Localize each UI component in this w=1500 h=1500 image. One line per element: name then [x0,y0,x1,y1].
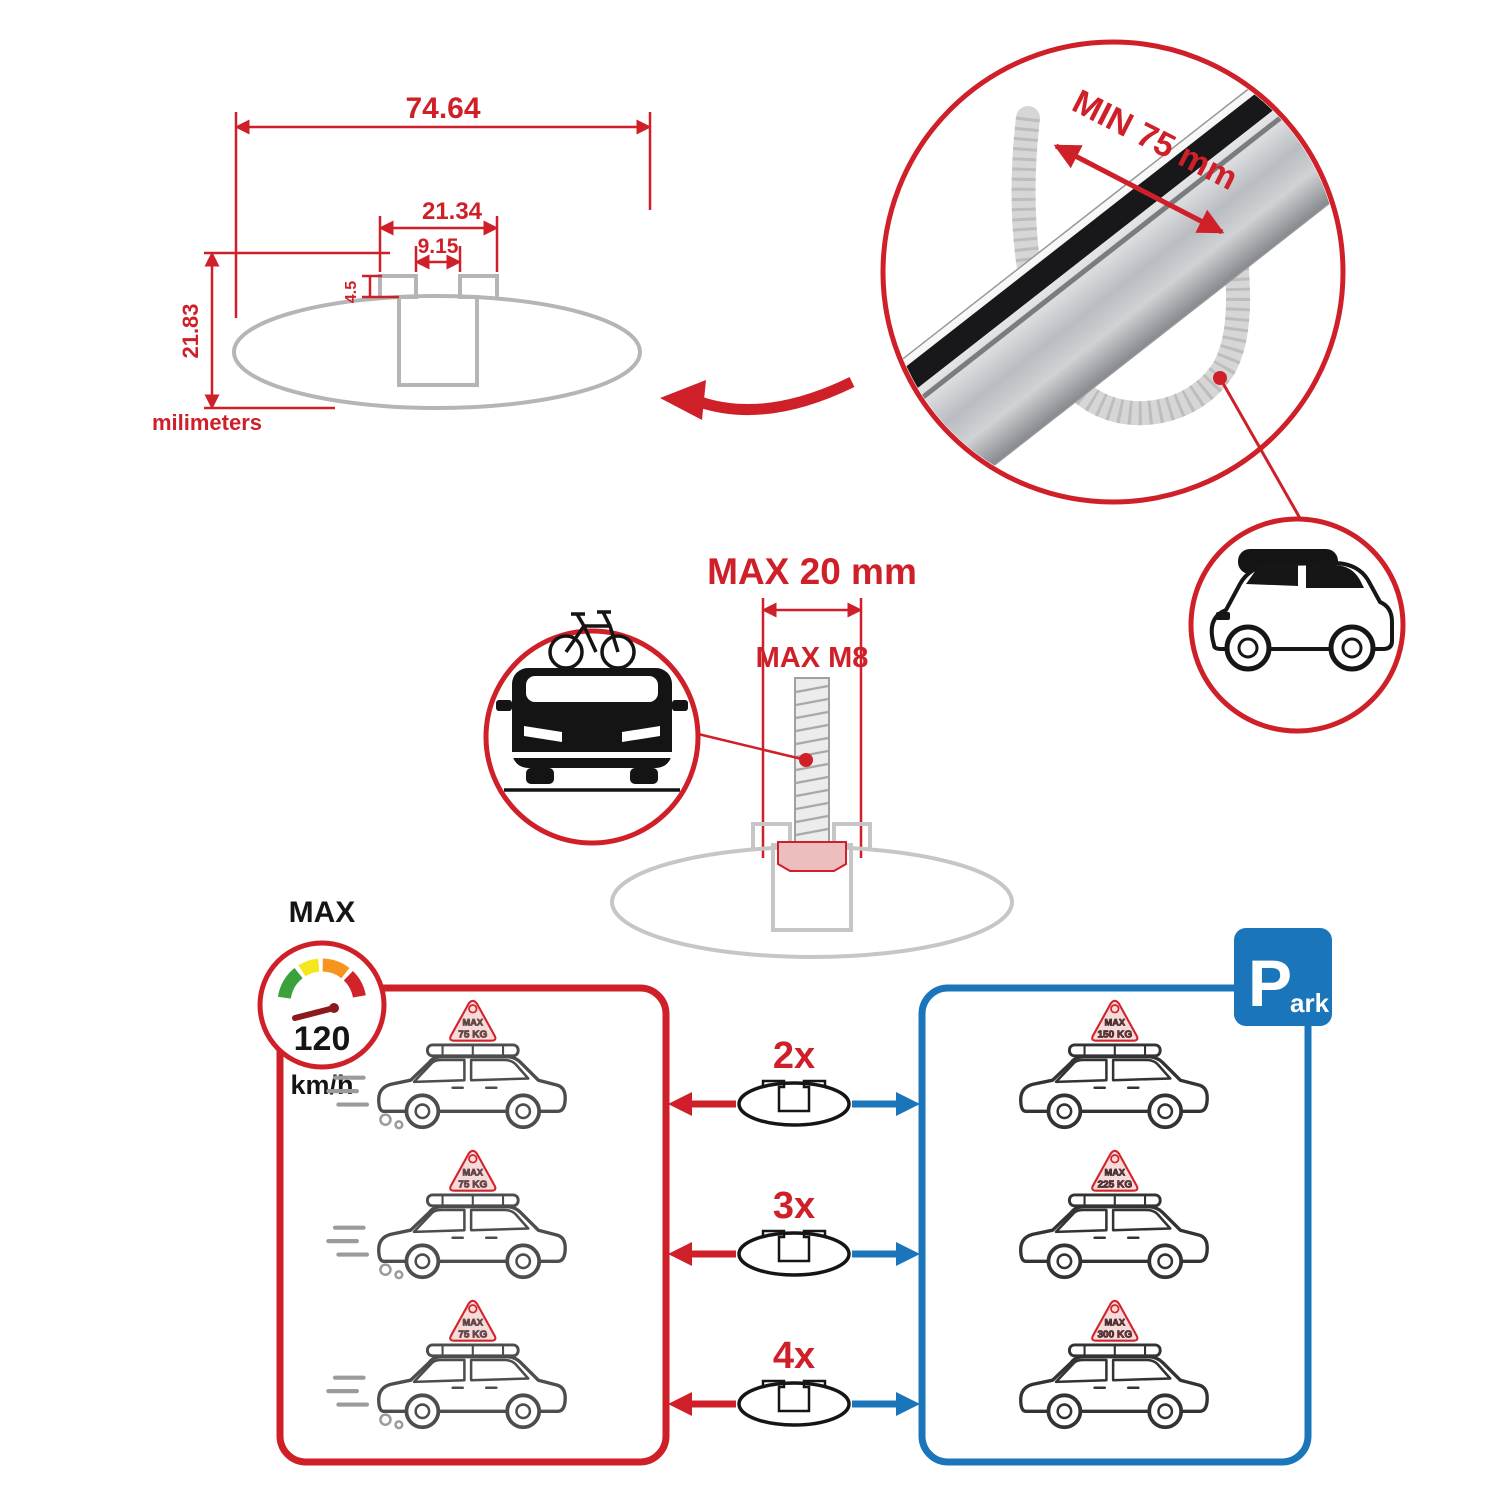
tire-right [630,768,658,784]
parked-car-3: MAX 300 KG [1018,1299,1210,1430]
badge-title: MAX [1105,1318,1126,1328]
min-span-arrow [1053,143,1225,235]
parking-sign: P ark [1234,928,1332,1026]
badge-value: 75 KG [458,1179,487,1190]
headlight-left [524,726,562,742]
parked-car-1: MAX 150 KG [1018,999,1210,1130]
badge-value: 300 KG [1097,1329,1132,1340]
speed-value: 120 [294,1020,351,1058]
arrowhead-right [896,1392,920,1416]
multiplier-row-3: 4x [668,1335,920,1427]
callout-leader [1218,377,1303,521]
multiplier-label: 2x [773,1035,815,1077]
arrowhead-right [896,1092,920,1116]
suv-windshield [1246,565,1298,586]
front-wheel [1224,624,1272,672]
multiplier-row-2: 3x [668,1185,920,1277]
arrowhead-left [668,1242,692,1266]
multiplier-label: 3x [773,1185,815,1227]
badge-title: MAX [1105,1018,1126,1028]
parking-suffix: ark [1290,988,1330,1018]
bolt-threads [795,684,829,837]
arrowhead-left [668,1392,692,1416]
dim-height-label: 21.83 [178,303,203,358]
suv-side-window [1306,565,1364,588]
crossbar-photo-callout: MIN 75 mm [880,39,1346,521]
speed-units: km/h [290,1070,353,1100]
rear-wheel [1328,624,1376,672]
crossbar-section-icon [737,1379,851,1427]
dim-slot-opening-label: 9.15 [418,235,459,258]
mirror-right [672,700,688,711]
badge-title: MAX [463,1018,484,1028]
pointer-arrowhead [660,380,706,420]
bar-profile-tslot [378,274,499,387]
tire-left [526,768,554,784]
driving-car-2: MAX 75 KG [328,1149,568,1278]
driving-car-1: MAX 75 KG [328,999,568,1128]
headlight-right [622,726,660,742]
parked-car-2: MAX 225 KG [1018,1149,1210,1280]
parking-letter: P [1248,946,1292,1020]
badge-title: MAX [463,1168,484,1178]
bolt-t-head [777,841,847,872]
badge-title: MAX [463,1318,484,1328]
pointer-arrow [698,377,855,415]
dim-lip-depth-label: 4.5 [343,281,360,303]
gauge-arcs [277,958,366,999]
crossbar-section-icon [737,1229,851,1277]
speed-limit-badge: MAX 120 km/h [257,896,387,1100]
headlight [1216,612,1230,620]
badge-value: 75 KG [458,1029,487,1040]
windshield [526,676,658,702]
gauge-needle [292,1005,337,1021]
driving-car-3: MAX 75 KG [328,1299,568,1428]
dim-total-width-label: 74.64 [405,92,480,125]
cross-section-diagram: 74.64 21.34 9.15 4.5 21.83 milimeters [152,92,855,435]
speed-max-label: MAX [289,896,356,929]
mirror-left [496,700,512,711]
dim-outer-slot-label: 21.34 [422,198,483,225]
badge-value: 75 KG [458,1329,487,1340]
bar-profile-ellipse [232,294,642,410]
profile-ghost-tslot [751,822,872,932]
car-roofbox-callout [1188,516,1406,734]
badge-title: MAX [1105,1168,1126,1178]
badge-value: 150 KG [1097,1029,1132,1040]
arrowhead-right [896,1242,920,1266]
strap-texture [1011,116,1251,426]
multiplier-row-1: 2x [668,1035,920,1127]
arrowhead-left [668,1092,692,1116]
crossbar-section-icon [737,1079,851,1127]
max-thread-label: MAX M8 [756,642,869,674]
bolt-diagram: MAX 20 mm MAX M8 [610,551,1014,959]
car-bike-callout [483,610,701,846]
units-label: milimeters [152,410,262,435]
bumper-gap [512,752,672,758]
badge-value: 225 KG [1097,1179,1132,1190]
photo-circle-border [880,39,1346,505]
multiplier-label: 4x [773,1335,815,1377]
max-depth-label: MAX 20 mm [707,551,917,592]
callout-leader [697,732,807,762]
parking-sign-plate [1234,928,1332,1026]
